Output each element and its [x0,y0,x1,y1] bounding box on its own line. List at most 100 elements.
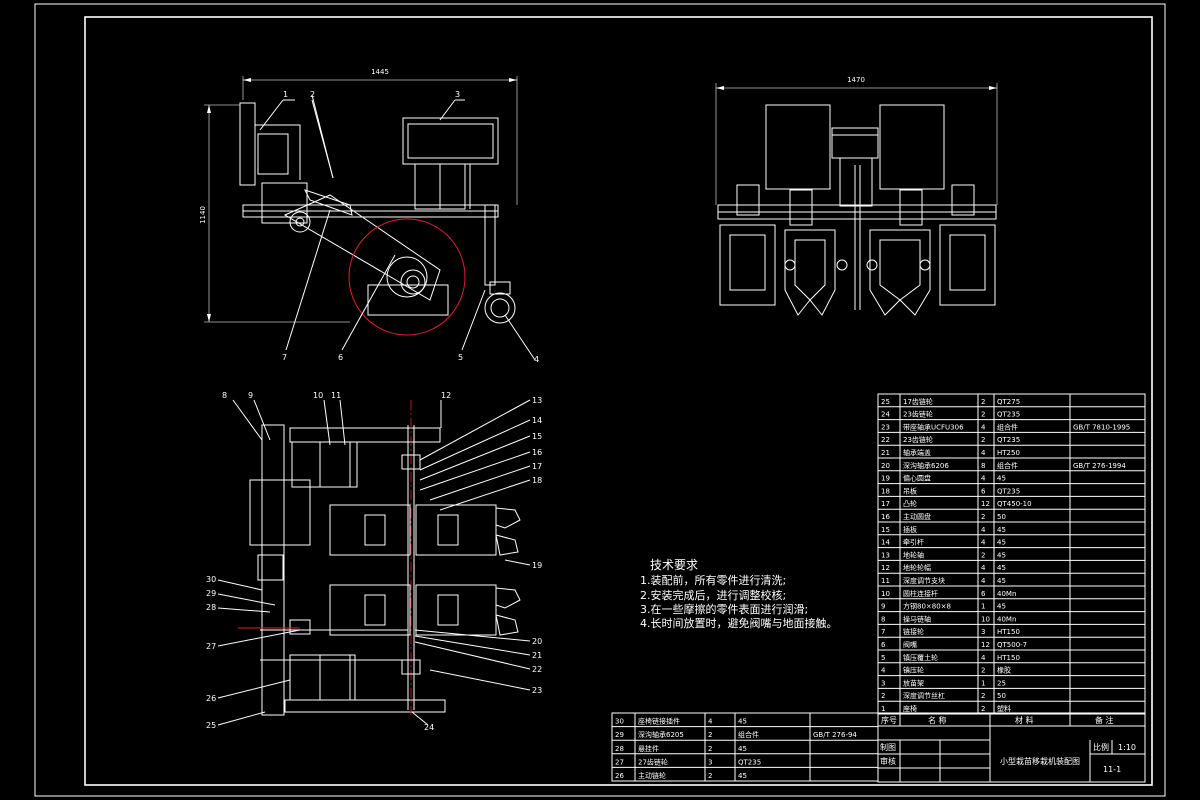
cell-no: 6 [881,641,886,649]
callout-29: 29 [206,589,216,598]
callout-22: 22 [532,665,542,674]
cell-qty: 3 [981,628,985,636]
cell-qty: 2 [981,551,985,559]
cell-no: 18 [881,487,890,495]
cell-no: 11 [881,577,890,585]
callout-17: 17 [532,462,542,471]
cell-qty: 4 [981,564,986,572]
inner-border [84,16,1153,786]
cell-mat: 40Mn [997,615,1016,623]
cell-name: 主动圆盘 [903,512,931,521]
cell-mat: QT235 [997,411,1020,419]
callout-16: 16 [532,448,542,457]
cell-no: 30 [615,718,624,726]
cell-no: 21 [881,449,890,457]
requirement-item: 2.安装完成后，进行调整校核; [640,588,786,602]
cell-no: 13 [881,551,890,559]
cell-name: 阀嘴 [903,640,917,649]
cell-mat: 橡胶 [997,666,1011,675]
header-name: 名 称 [928,715,947,725]
cell-qty: 2 [981,667,985,675]
callout-15: 15 [532,432,542,441]
callout-5: 5 [458,353,463,362]
cell-mat: 45 [997,564,1006,572]
cell-no: 12 [881,564,890,572]
cell-no: 5 [881,654,885,662]
header-no: 序号 [881,715,897,725]
cell-name: 深度调节丝杠 [903,691,945,700]
cell-name: 插板 [903,525,917,534]
callout-6: 6 [338,353,343,362]
cell-no: 1 [881,705,885,713]
cell-name: 镇压覆土轮 [903,653,938,662]
callout-13: 13 [532,396,542,405]
cell-no: 4 [881,667,886,675]
cell-mat: QT235 [997,436,1020,444]
cell-name: 座椅链接插件 [638,717,680,726]
cell-qty: 1 [981,679,985,687]
callout-20: 20 [532,637,542,646]
cell-mat: 45 [997,526,1006,534]
callout-18: 18 [532,476,542,485]
design-label: 制图 [880,742,896,752]
cell-qty: 4 [981,577,986,585]
cell-mat: 50 [997,692,1006,700]
cell-no: 14 [881,539,890,547]
cell-no: 22 [881,436,890,444]
cell-qty: 2 [708,772,712,780]
callout-3: 3 [455,90,460,99]
cell-mat: 组合件 [738,730,759,739]
cell-mat: QT235 [997,487,1020,495]
cell-qty: 2 [708,731,712,739]
cell-name: 方钢80×80×8 [903,602,951,611]
cell-mat: 45 [997,475,1006,483]
cell-note: GB/T 276-1994 [1073,462,1126,470]
cell-qty: 2 [981,705,985,713]
cell-qty: 6 [981,590,986,598]
cell-name: 主动链轮 [638,771,666,780]
cell-name: 27齿链轮 [638,757,668,766]
cell-no: 2 [881,692,885,700]
cell-mat: 组合件 [997,461,1018,470]
cell-qty: 8 [981,462,985,470]
cell-no: 15 [881,526,890,534]
callout-14: 14 [532,416,542,425]
callout-12: 12 [441,391,451,400]
cell-mat: 50 [997,513,1006,521]
callout-21: 21 [532,651,542,660]
cell-qty: 10 [981,615,990,623]
cell-mat: QT500-7 [997,641,1027,649]
cell-qty: 12 [981,500,990,508]
cell-mat: 25 [997,679,1006,687]
cell-qty: 6 [981,487,986,495]
callout-10: 10 [313,391,323,400]
side-view: 1445 1140 [199,68,539,364]
review-label: 审核 [880,756,896,766]
cell-no: 25 [881,398,890,406]
cell-name: 轴承端盖 [903,448,931,457]
dim-side-height: 1140 [199,206,207,224]
title-block: 序号 名 称 材 料 备 注 制图 审核 小型栽苗移栽机装配图 比例 1:10 … [877,712,1146,783]
cell-name: 吊板 [903,486,917,495]
cell-mat: HT150 [997,628,1020,636]
callout-19: 19 [532,561,542,570]
cell-no: 16 [881,513,890,521]
dim-front-width: 1470 [847,76,865,84]
requirement-item: 4.长时间放置时，避免阀嘴与地面接触。 [640,616,838,630]
callout-1: 1 [283,90,288,99]
cell-name: 深沟轴承6206 [903,461,949,470]
